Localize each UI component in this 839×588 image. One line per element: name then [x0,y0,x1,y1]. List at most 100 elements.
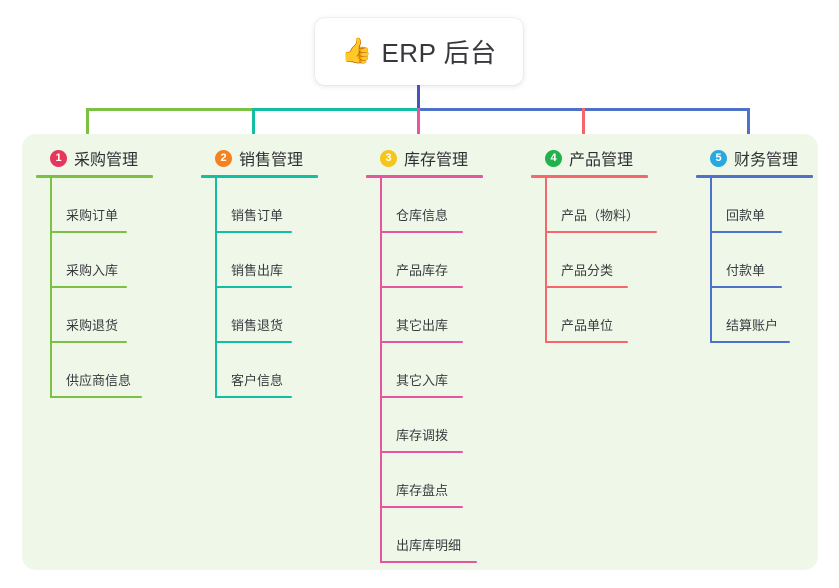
list-item-label: 其它入库 [396,373,449,388]
item-spine-2 [215,178,217,398]
bus-segment-2 [252,108,419,111]
list-item-underline [50,231,127,233]
bus-drop-4 [582,108,585,138]
bus-stem [417,85,420,108]
list-item-underline [380,451,463,453]
list-item[interactable]: 库存盘点 [366,453,526,508]
list-item-underline [50,341,127,343]
category-column-4: 4 产品管理产品（物料） 产品分类产品单位 [531,146,691,343]
list-item[interactable]: 库存调拨 [366,398,526,453]
category-title-4: 产品管理 [569,152,634,169]
list-item[interactable]: 出库库明细 [366,508,526,563]
category-header-4[interactable]: 4 产品管理 [531,146,691,170]
list-item[interactable]: 采购退货 [36,288,191,343]
category-header-5[interactable]: 5 财务管理 [696,146,826,170]
list-item-underline [380,286,463,288]
list-item-underline [215,231,292,233]
item-list-5: 回款单付款单结算账户 [696,178,826,343]
list-item-label: 回款单 [726,208,766,223]
list-item[interactable]: 回款单 [696,178,826,233]
list-item-underline [545,231,657,233]
list-item-label: 产品（物料） [561,208,640,223]
item-list-4: 产品（物料） 产品分类产品单位 [531,178,691,343]
list-item-label: 库存盘点 [396,483,449,498]
category-badge-1: 1 [50,149,67,167]
category-header-1[interactable]: 1 采购管理 [36,146,191,170]
root-title-card[interactable]: 👍 ERP 后台 [315,18,523,85]
list-item-underline [380,506,463,508]
category-underline-2 [201,175,318,178]
category-underline-1 [36,175,153,178]
list-item-label: 采购退货 [66,318,119,333]
list-item[interactable]: 产品分类 [531,233,691,288]
category-title-2: 销售管理 [239,152,304,169]
list-item-label: 客户信息 [231,373,284,388]
category-title-5: 财务管理 [734,152,799,169]
list-item-label: 库存调拨 [396,428,449,443]
list-item-label: 产品单位 [561,318,614,333]
list-item[interactable]: 客户信息 [201,343,356,398]
list-item-label: 结算账户 [726,318,779,333]
list-item[interactable]: 销售出库 [201,233,356,288]
list-item-underline [380,561,477,563]
bus-drop-1 [86,108,89,138]
list-item-label: 付款单 [726,263,766,278]
list-item-underline [710,286,782,288]
category-column-3: 3 库存管理仓库信息产品库存其它出库其它入库库存调拨库存盘点出库库明细 [366,146,526,563]
list-item[interactable]: 付款单 [696,233,826,288]
category-title-1: 采购管理 [74,152,139,169]
list-item-label: 销售退货 [231,318,284,333]
page-title: ERP 后台 [381,38,497,68]
list-item-label: 产品库存 [396,263,449,278]
list-item-label: 产品分类 [561,263,614,278]
item-list-3: 仓库信息产品库存其它出库其它入库库存调拨库存盘点出库库明细 [366,178,526,563]
item-spine-3 [380,178,382,563]
list-item-label: 采购入库 [66,263,119,278]
list-item[interactable]: 其它入库 [366,343,526,398]
category-title-3: 库存管理 [404,152,469,169]
list-item-label: 采购订单 [66,208,119,223]
list-item[interactable]: 供应商信息 [36,343,191,398]
list-item[interactable]: 产品（物料） [531,178,691,233]
bus-drop-2 [252,108,255,138]
list-item[interactable]: 结算账户 [696,288,826,343]
list-item[interactable]: 仓库信息 [366,178,526,233]
list-item-label: 仓库信息 [396,208,449,223]
list-item-underline [545,341,628,343]
bus-drop-5 [747,108,750,138]
thumbs-up-icon: 👍 [341,37,373,65]
list-item[interactable]: 采购订单 [36,178,191,233]
list-item-underline [215,341,292,343]
list-item[interactable]: 销售退货 [201,288,356,343]
item-list-1: 采购订单采购入库采购退货供应商信息 [36,178,191,398]
list-item-underline [710,231,782,233]
category-badge-2: 2 [215,149,232,167]
list-item-underline [215,396,292,398]
list-item-label: 销售订单 [231,208,284,223]
list-item-label: 出库库明细 [396,538,462,553]
list-item-underline [50,286,127,288]
list-item-underline [380,341,463,343]
category-column-5: 5 财务管理回款单付款单结算账户 [696,146,826,343]
list-item[interactable]: 其它出库 [366,288,526,343]
list-item-underline [545,286,628,288]
list-item-underline [380,396,463,398]
category-header-2[interactable]: 2 销售管理 [201,146,356,170]
category-column-1: 1 采购管理采购订单采购入库采购退货供应商信息 [36,146,191,398]
category-underline-4 [531,175,648,178]
list-item[interactable]: 产品库存 [366,233,526,288]
item-list-2: 销售订单销售出库销售退货客户信息 [201,178,356,398]
item-spine-1 [50,178,52,398]
list-item[interactable]: 销售订单 [201,178,356,233]
list-item[interactable]: 采购入库 [36,233,191,288]
list-item[interactable]: 产品单位 [531,288,691,343]
category-badge-4: 4 [545,149,562,167]
category-header-3[interactable]: 3 库存管理 [366,146,526,170]
category-badge-5: 5 [710,149,727,167]
category-badge-3: 3 [380,149,397,167]
list-item-underline [215,286,292,288]
list-item-label: 供应商信息 [66,373,132,388]
item-spine-4 [545,178,547,343]
category-column-2: 2 销售管理销售订单销售出库销售退货客户信息 [201,146,356,398]
